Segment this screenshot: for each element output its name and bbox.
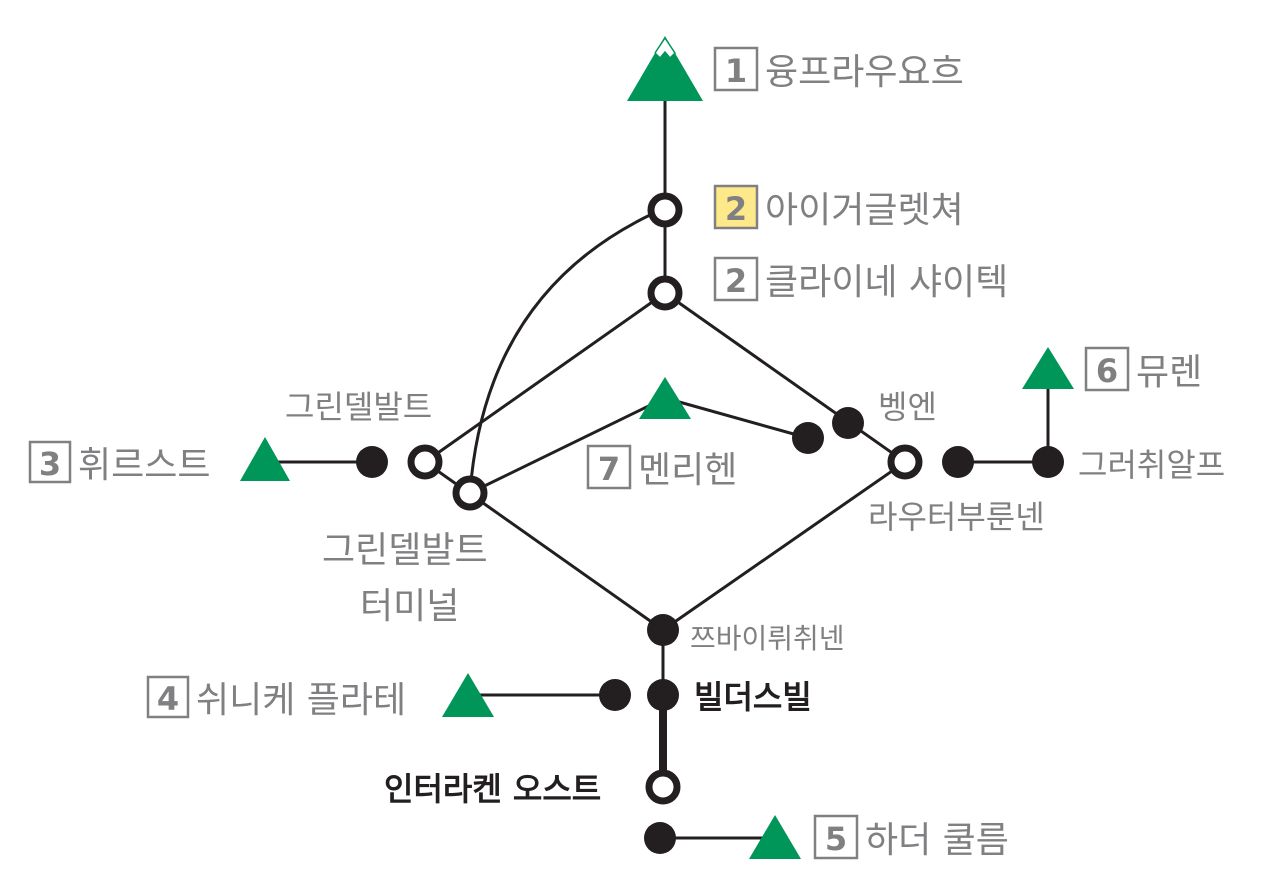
number-box [586,444,632,490]
number-box [713,46,759,92]
line-eiger-grindelwald-terminal [468,213,651,494]
number-box-highlight [713,184,759,230]
number-box [713,256,759,302]
label-muerren: 뮤렌 [1136,352,1202,393]
peak-number: 5 [825,820,847,858]
label-wengen: 벵엔 [878,388,937,426]
label-grutschalp: 그러취알프 [1078,446,1225,484]
station-grindelwald-terminal-icon [452,475,488,511]
number-box [28,440,72,484]
peak-maennlichen-icon [639,377,691,419]
label-eigergletscher: 아이거글렛쳐 [765,190,964,231]
label-jungfraujoch: 융프라우요흐 [765,52,964,93]
station-lauterbrunnen-cable-icon [942,446,974,478]
label-schynige-platte: 쉬니케 플라테 [196,680,406,721]
station-maennlichen-wengen-icon [792,422,824,454]
line-terminal-maennlichen [469,396,666,495]
label-wilderswil: 빌더스빌 [694,678,812,716]
label-kleine-scheidegg: 클라이네 샤이텍 [765,262,1008,303]
label-first: 휘르스트 [78,445,210,486]
label-grindelwald-terminal-line1: 그린델발트 [322,530,488,571]
line-kleine-lauterbrunnen [664,291,906,464]
label-lauterbrunnen: 라우터부룬넨 [868,498,1045,536]
number-box [1084,346,1130,392]
peak-number: 4 [157,680,179,718]
label-interlaken-ost: 인터라켄 오스트 [384,770,601,808]
label-grindelwald: 그린델발트 [285,388,432,426]
station-interlaken-icon [645,769,681,805]
peak-number: 7 [598,450,620,488]
line-maennlichen-wengen [664,396,809,440]
peak-first-icon [240,437,290,481]
station-wengen-icon [832,407,864,439]
station-number: 2 [725,190,747,228]
station-grindelwald-icon [407,444,443,480]
line-lauterbrunnen-zweiluetschinen [662,460,906,632]
peak-jungfraujoch-icon [627,36,703,101]
station-eiger-icon [647,192,683,228]
station-grutschalp-icon [1032,446,1064,478]
station-harder-base-icon [644,822,676,854]
station-first-base-icon [356,446,388,478]
station-zweiluetschinen-icon [647,614,679,646]
label-grindelwald-terminal-line2: 터미널 [360,586,459,627]
station-wilderswil-icon [647,679,679,711]
peak-number: 3 [39,445,61,483]
peak-number: 6 [1096,352,1118,390]
label-zweiluetschinen: 쯔바이뤼취넨 [690,622,845,655]
label-harder-kulm: 하더 쿨름 [865,820,1009,861]
station-schynige-base-icon [599,679,631,711]
station-kleine-icon [647,275,683,311]
peak-schynige-icon [442,673,494,717]
number-box [146,675,190,719]
peak-harder-icon [749,815,801,859]
line-kleine-grindelwald [424,291,666,464]
peak-muerren-icon [1022,347,1074,389]
label-maennlichen: 멘리헨 [638,450,737,491]
station-number: 2 [725,262,747,300]
number-box [813,814,859,860]
peak-number: 1 [725,52,747,90]
station-lauterbrunnen-icon [887,444,923,480]
